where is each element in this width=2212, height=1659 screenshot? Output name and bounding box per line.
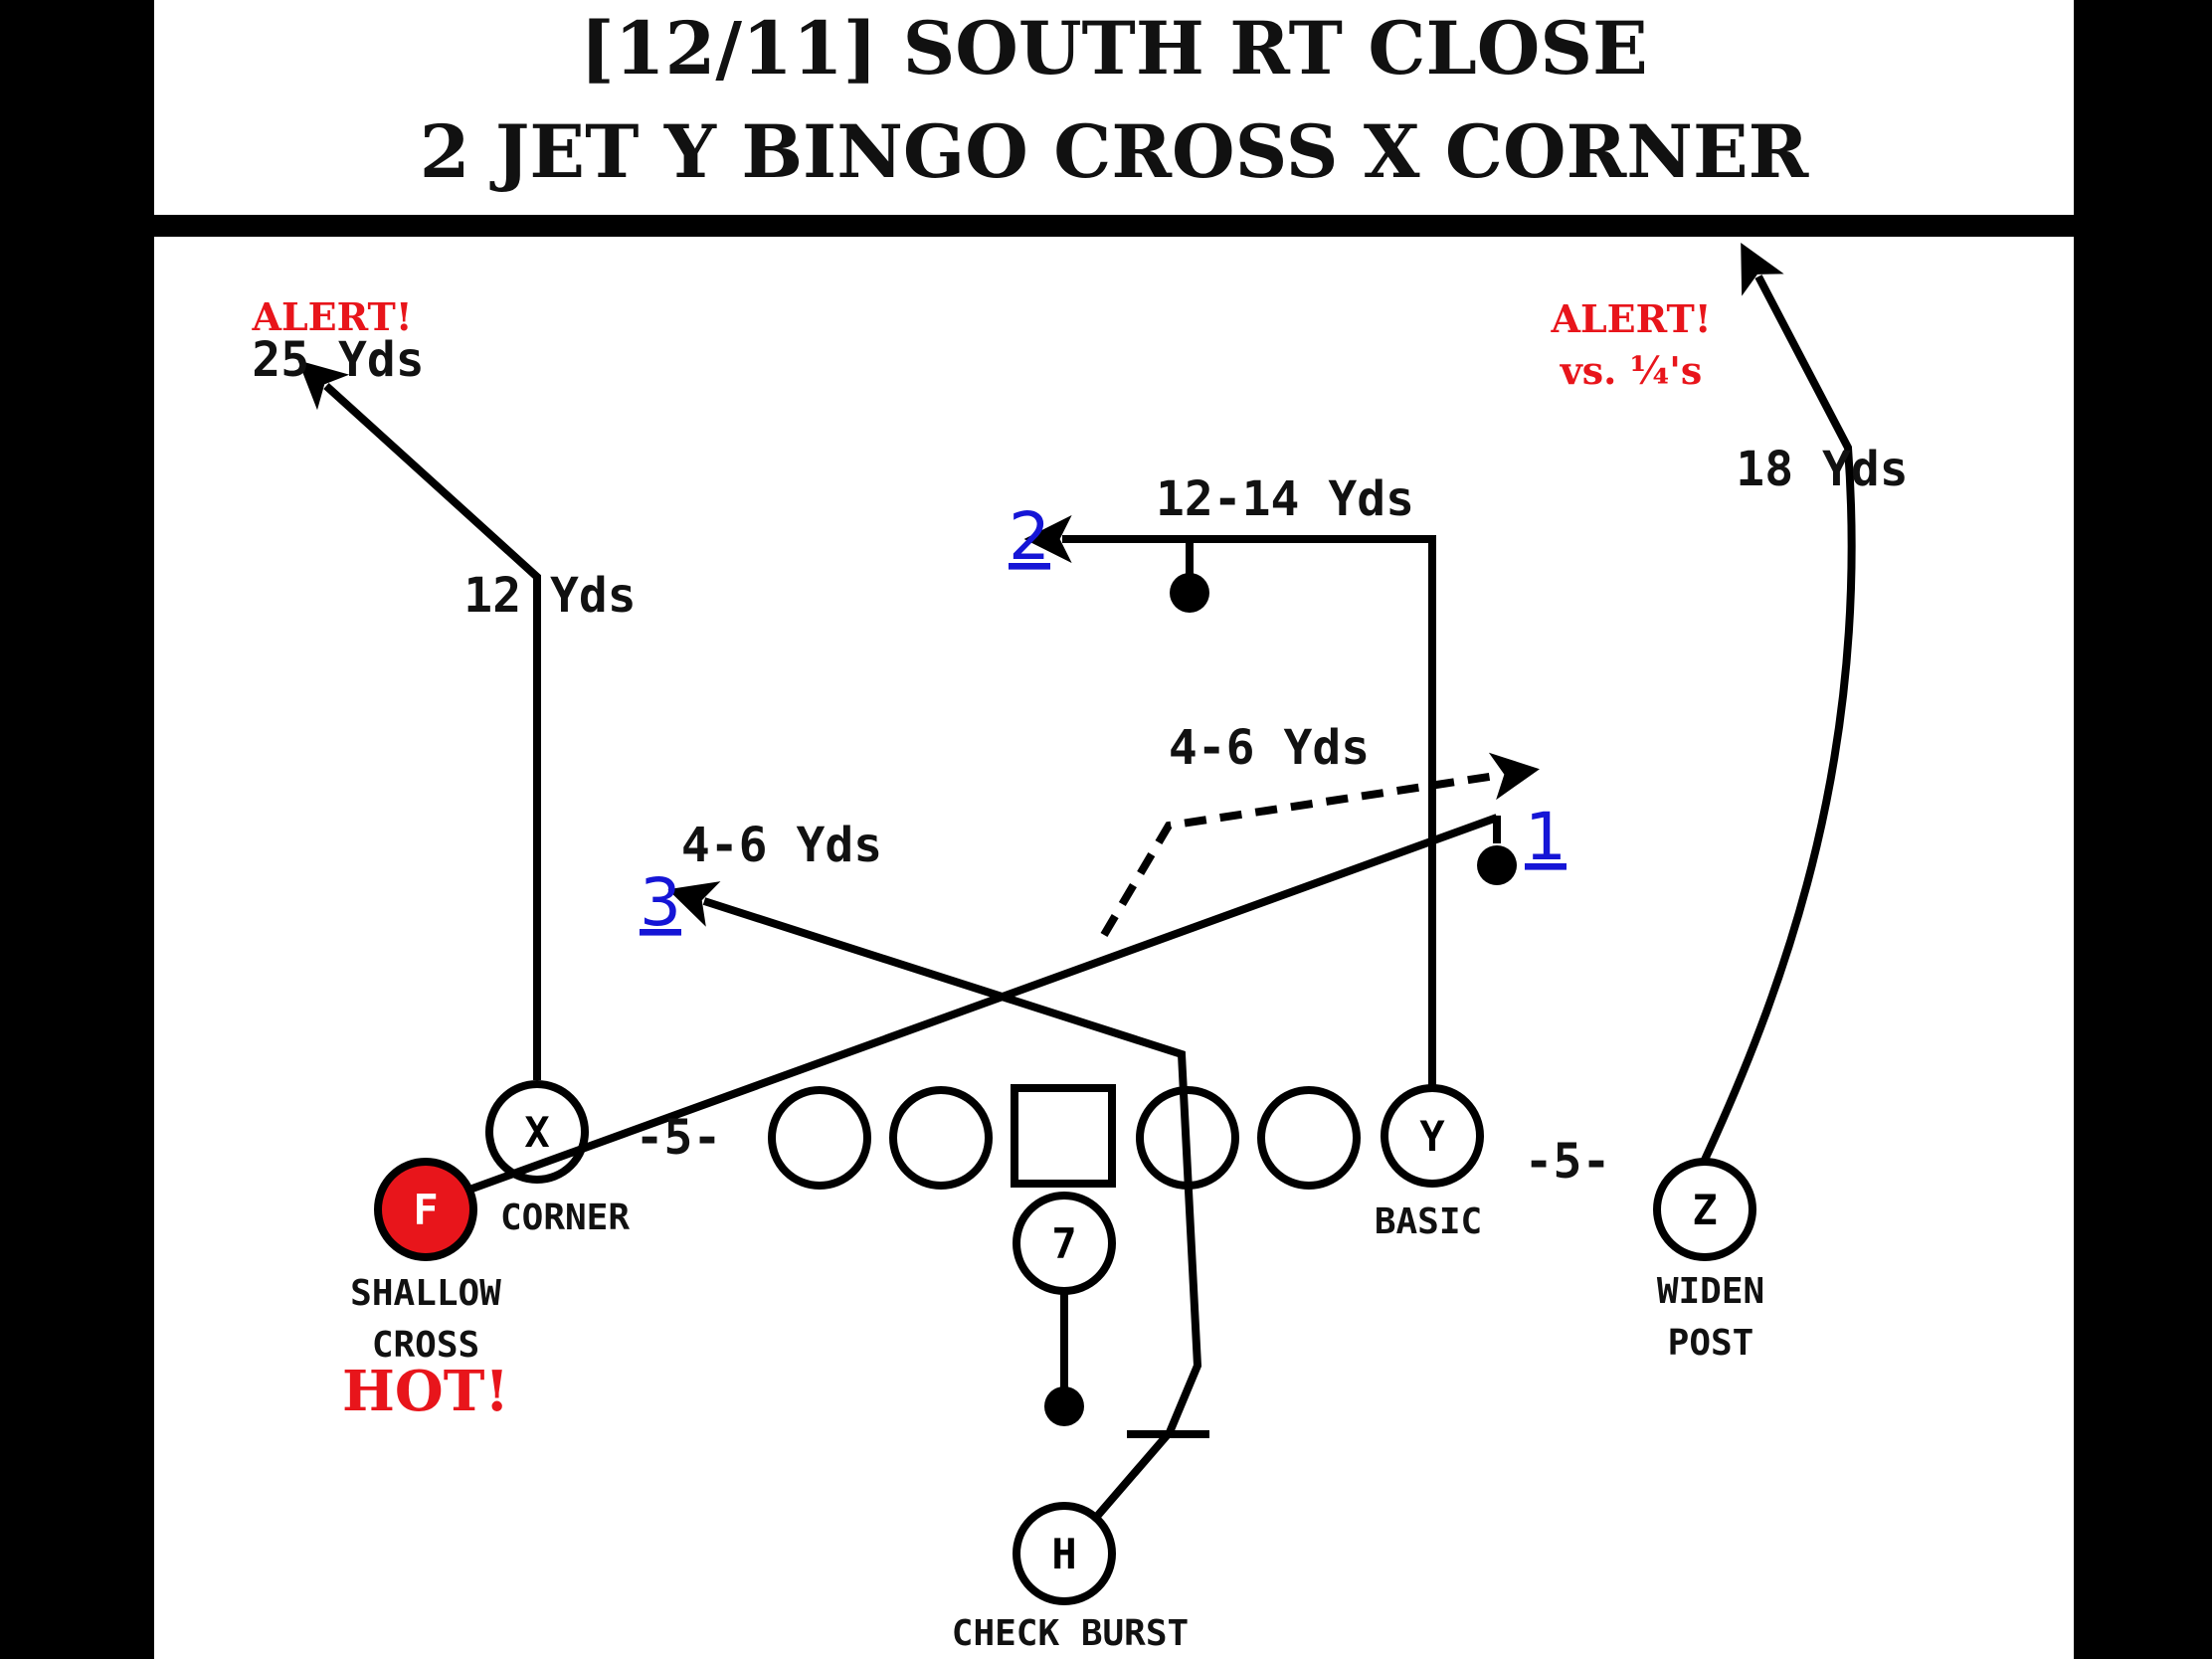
h-route-name: CHECK BURST [952, 1613, 1189, 1654]
title-divider [154, 215, 2074, 237]
z-alert-sub-label: vs. ¼'s [1560, 348, 1703, 393]
z-route-name-2: POST [1668, 1323, 1754, 1364]
player-f: F [374, 1158, 477, 1261]
player-x: X [485, 1080, 589, 1184]
f-route-name-2: CROSS [372, 1325, 479, 1366]
f-hot-label: HOT! [342, 1359, 509, 1424]
f-route-defender-dot [1477, 845, 1517, 885]
y-depth-label: 12-14 Yds [1156, 471, 1414, 527]
x-corner-route [297, 360, 541, 1080]
y-route-defender-dot [1170, 573, 1209, 613]
player-qb-label: 7 [1051, 1219, 1076, 1268]
right-guard [1136, 1086, 1239, 1190]
center [1011, 1084, 1116, 1188]
split-right-label: -5- [1525, 1134, 1611, 1190]
player-qb: 7 [1013, 1192, 1116, 1295]
f-shallow-cross-route [424, 814, 1499, 1209]
player-y-label: Y [1419, 1112, 1445, 1161]
player-f-label: F [413, 1186, 438, 1234]
player-z-label: Z [1692, 1186, 1717, 1234]
player-z: Z [1653, 1158, 1756, 1261]
f-depth-label: 4-6 Yds [1169, 720, 1370, 776]
left-guard [889, 1086, 993, 1190]
play-title-line-2: 2 JET Y BINGO CROSS X CORNER [420, 109, 1810, 195]
player-x-label: X [524, 1108, 549, 1157]
player-y: Y [1381, 1084, 1484, 1188]
split-left-label: -5- [636, 1110, 722, 1166]
z-alert-label: ALERT! [1550, 296, 1711, 341]
y-route-name: BASIC [1375, 1201, 1482, 1242]
player-f-circle [374, 1158, 477, 1261]
x-depth-label: 25 Yds [252, 332, 424, 388]
x-alert-label: ALERT! [251, 294, 412, 339]
x-break-label: 12 Yds [463, 568, 636, 624]
right-tackle [1257, 1086, 1361, 1190]
left-tackle [768, 1086, 871, 1190]
h-check-burst-route [667, 881, 1202, 1523]
z-route-name-1: WIDEN [1657, 1271, 1764, 1312]
f-dashed-option-route [1100, 752, 1540, 938]
f-route-name-1: SHALLOW [350, 1273, 501, 1314]
read-3-number: 3 [640, 864, 681, 941]
z-break-label: 18 Yds [1736, 442, 1908, 497]
qb-check-dot [1044, 1386, 1084, 1426]
h-depth-label: 4-6 Yds [681, 818, 882, 873]
play-title-line-1: [12/11] SOUTH RT CLOSE [580, 6, 1648, 92]
z-widen-post-route [1701, 242, 1856, 1162]
x-route-name: CORNER [500, 1198, 630, 1238]
player-h-label: H [1051, 1530, 1076, 1578]
player-h: H [1013, 1502, 1116, 1605]
read-1-number: 1 [1525, 799, 1567, 875]
read-2-number: 2 [1009, 498, 1050, 575]
